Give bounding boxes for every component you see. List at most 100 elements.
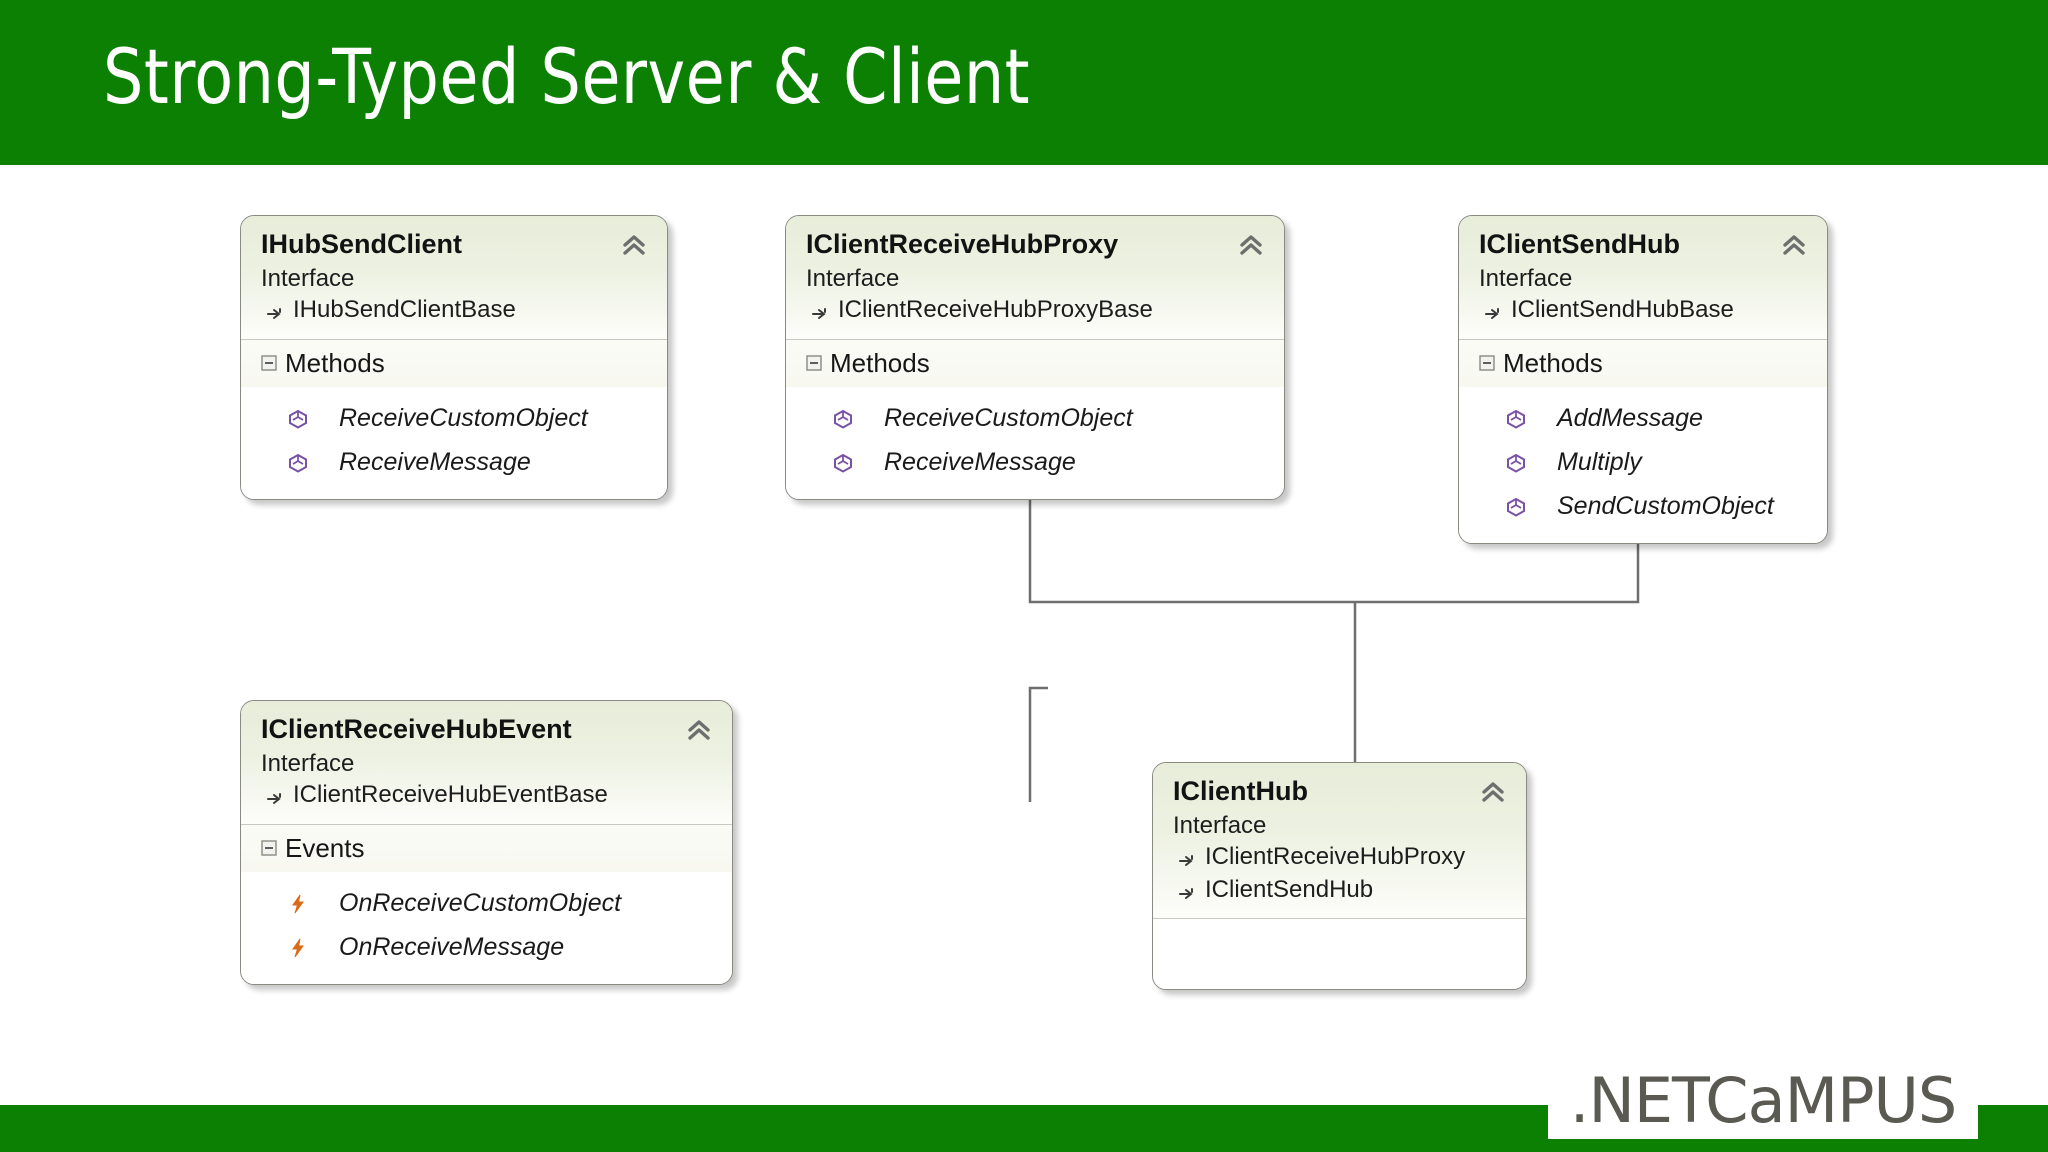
base-type-name: IHubSendClientBase [293, 296, 516, 324]
class-name: IClientReceiveHubProxy [806, 229, 1119, 259]
base-type-row: IHubSendClientBase [261, 294, 647, 326]
base-type-list: IHubSendClientBase [261, 294, 647, 326]
class-box-iclientsendhub[interactable]: IClientSendHub Interface IClientSendHubB… [1458, 215, 1828, 544]
member-name: AddMessage [1557, 404, 1703, 433]
member-name: ReceiveCustomObject [884, 404, 1133, 433]
chevron-double-up-icon[interactable] [619, 230, 649, 260]
class-box-iclientreceivehubevent[interactable]: IClientReceiveHubEvent Interface IClient… [240, 700, 733, 985]
base-type-arrow-icon [810, 301, 830, 321]
member-name: ReceiveMessage [339, 448, 531, 477]
empty-member-area [1153, 919, 1526, 990]
list-item[interactable]: ReceiveCustomObject [241, 397, 667, 441]
chevron-double-up-icon[interactable] [1236, 230, 1266, 260]
section-header-methods[interactable]: Methods [1459, 339, 1827, 387]
list-item[interactable]: ReceiveMessage [241, 441, 667, 485]
method-cube-icon [1505, 408, 1527, 430]
member-name: SendCustomObject [1557, 492, 1774, 521]
class-name: IClientHub [1173, 776, 1308, 806]
base-type-row: IClientSendHub [1173, 874, 1506, 906]
class-box-iclienthub[interactable]: IClientHub Interface IClientReceiveHubPr… [1152, 762, 1527, 991]
class-name: IClientReceiveHubEvent [261, 714, 572, 744]
base-type-name: IClientSendHubBase [1511, 296, 1734, 324]
section-divider [786, 338, 1284, 340]
base-type-row: IClientSendHubBase [1479, 294, 1807, 326]
class-stereotype: Interface [261, 264, 355, 292]
slide-header-band [0, 0, 2048, 165]
collapse-minus-icon[interactable] [806, 355, 822, 371]
class-name: IHubSendClient [261, 229, 462, 259]
class-stereotype: Interface [1173, 811, 1267, 839]
chevron-double-up-icon[interactable] [684, 715, 714, 745]
class-header: IClientSendHub Interface IClientSendHubB… [1459, 216, 1827, 339]
section-label: Methods [285, 347, 385, 378]
logo-text: .NETCaMPUS [1569, 1063, 1957, 1137]
method-cube-icon [287, 452, 309, 474]
base-type-row: IClientReceiveHubProxyBase [806, 294, 1264, 326]
base-type-list: IClientReceiveHubProxy IClientSendHub [1173, 841, 1506, 906]
base-type-arrow-icon [1177, 881, 1197, 901]
class-box-ihubsendclient[interactable]: IHubSendClient Interface IHubSendClientB… [240, 215, 668, 500]
base-type-arrow-icon [265, 301, 285, 321]
base-type-list: IClientReceiveHubEventBase [261, 779, 712, 811]
class-stereotype: Interface [806, 264, 900, 292]
list-item[interactable]: ReceiveCustomObject [786, 397, 1284, 441]
method-cube-icon [1505, 496, 1527, 518]
event-bolt-icon [287, 893, 309, 915]
member-name: ReceiveCustomObject [339, 404, 588, 433]
section-divider [241, 823, 732, 825]
section-divider [1153, 918, 1526, 920]
base-type-row: IClientReceiveHubProxy [1173, 841, 1506, 873]
class-header: IClientReceiveHubProxy Interface IClient… [786, 216, 1284, 339]
method-cube-icon [287, 408, 309, 430]
list-item[interactable]: OnReceiveMessage [241, 926, 732, 970]
section-header-methods[interactable]: Methods [786, 339, 1284, 387]
base-type-name: IClientReceiveHubEventBase [293, 781, 608, 809]
list-item[interactable]: Multiply [1459, 441, 1827, 485]
base-type-arrow-icon [1177, 848, 1197, 868]
class-stereotype: Interface [261, 749, 355, 777]
class-header: IClientReceiveHubEvent Interface IClient… [241, 701, 732, 824]
connector-iclienthub-to-iclientreceivehubproxy [1028, 686, 1048, 802]
page-title: Strong-Typed Server & Client [103, 32, 1031, 121]
member-name: ReceiveMessage [884, 448, 1076, 477]
section-divider [241, 338, 667, 340]
method-cube-icon [832, 408, 854, 430]
class-header: IClientHub Interface IClientReceiveHubPr… [1153, 763, 1526, 919]
class-name: IClientSendHub [1479, 229, 1680, 259]
section-label: Methods [830, 347, 930, 378]
member-name: OnReceiveMessage [339, 933, 565, 962]
section-label: Events [285, 832, 365, 863]
section-header-methods[interactable]: Methods [241, 339, 667, 387]
list-item[interactable]: AddMessage [1459, 397, 1827, 441]
list-item[interactable]: OnReceiveCustomObject [241, 882, 732, 926]
netcampus-logo: .NETCaMPUS [1548, 1061, 1978, 1139]
base-type-list: IClientReceiveHubProxyBase [806, 294, 1264, 326]
member-list: AddMessage Multiply SendCustomObject [1459, 386, 1827, 543]
class-header: IHubSendClient Interface IHubSendClientB… [241, 216, 667, 339]
collapse-minus-icon[interactable] [261, 840, 277, 856]
collapse-minus-icon[interactable] [1479, 355, 1495, 371]
collapse-minus-icon[interactable] [261, 355, 277, 371]
chevron-double-up-icon[interactable] [1779, 230, 1809, 260]
member-name: OnReceiveCustomObject [339, 889, 622, 918]
section-header-events[interactable]: Events [241, 824, 732, 872]
list-item[interactable]: SendCustomObject [1459, 485, 1827, 529]
member-name: Multiply [1557, 448, 1642, 477]
base-type-name: IClientSendHub [1205, 875, 1374, 903]
class-box-iclientreceivehubproxy[interactable]: IClientReceiveHubProxy Interface IClient… [785, 215, 1285, 500]
base-type-name: IClientReceiveHubProxyBase [838, 296, 1153, 324]
member-list: OnReceiveCustomObject OnReceiveMessage [241, 871, 732, 984]
event-bolt-icon [287, 937, 309, 959]
list-item[interactable]: ReceiveMessage [786, 441, 1284, 485]
member-list: ReceiveCustomObject ReceiveMessage [786, 386, 1284, 499]
class-diagram-canvas: IHubSendClient Interface IHubSendClientB… [0, 165, 2048, 1105]
chevron-double-up-icon[interactable] [1478, 777, 1508, 807]
method-cube-icon [1505, 452, 1527, 474]
base-type-name: IClientReceiveHubProxy [1205, 843, 1466, 871]
class-stereotype: Interface [1479, 264, 1573, 292]
section-divider [1459, 338, 1827, 340]
method-cube-icon [832, 452, 854, 474]
base-type-arrow-icon [1483, 301, 1503, 321]
member-list: ReceiveCustomObject ReceiveMessage [241, 386, 667, 499]
section-label: Methods [1503, 347, 1603, 378]
